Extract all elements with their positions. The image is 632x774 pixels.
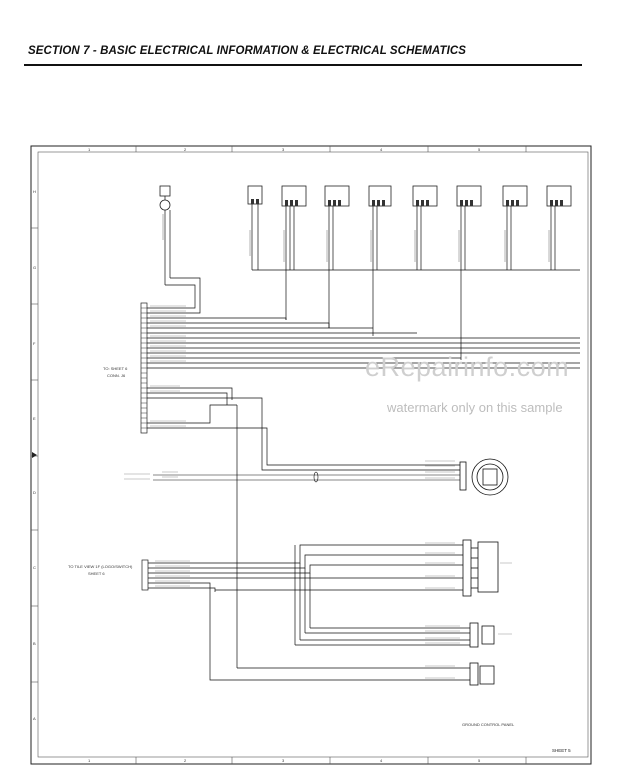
label-sheet-ref: SHEET 6 xyxy=(88,571,105,576)
terminal-strip-pins xyxy=(141,307,147,429)
row-label-b: B xyxy=(33,641,36,646)
relay-block-upper xyxy=(462,539,499,597)
schematic-frame-inner xyxy=(37,151,589,758)
terminal-strip-lower xyxy=(141,559,149,591)
watermark-note: watermark only on this sample xyxy=(387,400,563,415)
meter-tags xyxy=(124,460,455,480)
col-label-4: 4 xyxy=(380,147,383,152)
row-label-f: F xyxy=(33,341,36,346)
relay-block-middle xyxy=(469,622,495,648)
sheet-number: SHEET 5 xyxy=(552,748,571,753)
row-label-a: A xyxy=(33,716,36,721)
wire-number-tags xyxy=(150,305,186,427)
col-label-5-bottom: 5 xyxy=(478,758,481,763)
col-label-2-bottom: 2 xyxy=(184,758,187,763)
wire-drops-top xyxy=(164,204,580,360)
col-label-3: 3 xyxy=(282,147,285,152)
wires-lower xyxy=(148,544,470,681)
watermark-brand: eRepairinfo.com xyxy=(365,352,570,382)
col-label-1: 1 xyxy=(88,147,91,152)
wire-tags-top xyxy=(162,214,550,262)
col-label-3-bottom: 3 xyxy=(282,758,285,763)
row-label-h: H xyxy=(33,189,36,194)
label-to-sheet-lower: TO TILE VIEW 1F (LOGO/SWITCH) xyxy=(68,564,133,569)
top-connectors xyxy=(159,185,572,211)
col-label-4-bottom: 4 xyxy=(380,758,383,763)
lower-tags xyxy=(155,542,512,679)
label-conn: CONN. J6 xyxy=(107,373,126,378)
row-label-g: G xyxy=(33,265,36,270)
label-bottom-note: GROUND CONTROL PANEL xyxy=(462,722,515,727)
row-label-e: E xyxy=(33,416,36,421)
col-label-5: 5 xyxy=(478,147,481,152)
row-label-d: D xyxy=(33,490,36,495)
connector-pins xyxy=(251,199,563,206)
column-markers xyxy=(135,146,527,764)
schematic-frame-outer xyxy=(30,145,592,765)
header-divider xyxy=(24,64,582,66)
label-to-sheet: TO: SHEET 6 xyxy=(103,366,128,371)
row-label-c: C xyxy=(33,565,36,570)
page-title: SECTION 7 - BASIC ELECTRICAL INFORMATION… xyxy=(28,45,467,57)
meter-wires xyxy=(153,471,460,483)
hour-meter xyxy=(459,458,509,496)
wires-horizontal-main xyxy=(147,277,580,669)
row-arrow-icon xyxy=(32,452,37,458)
col-label-2: 2 xyxy=(184,147,187,152)
col-label-1-bottom: 1 xyxy=(88,758,91,763)
relay-block-lower xyxy=(469,662,495,686)
